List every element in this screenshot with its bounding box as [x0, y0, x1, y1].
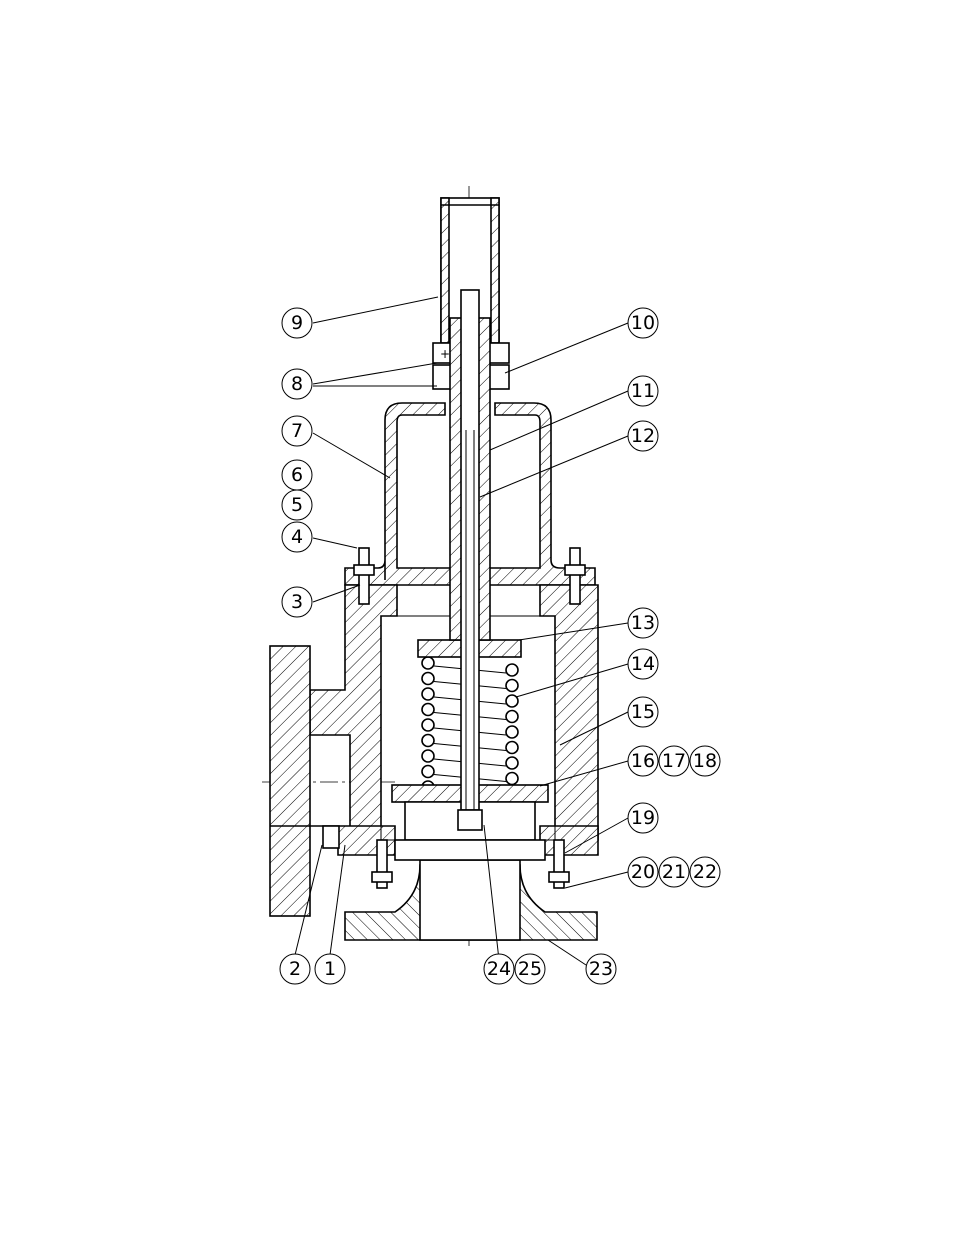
balloon-8: 8	[281, 368, 313, 400]
seat-ring	[394, 839, 546, 861]
svg-text:11: 11	[631, 380, 655, 402]
svg-text:10: 10	[631, 312, 655, 334]
balloon-25: 25	[514, 953, 546, 985]
svg-text:7: 7	[291, 420, 303, 442]
svg-text:8: 8	[291, 373, 303, 395]
spring-coil-section	[421, 718, 435, 732]
balloon-22: 22	[689, 856, 721, 888]
spring-coil-section	[505, 678, 519, 693]
spring-coil-section	[421, 687, 435, 701]
balloon-5: 5	[281, 489, 313, 521]
spring-coil-section	[505, 771, 519, 786]
svg-text:3: 3	[291, 591, 303, 613]
bonnet	[344, 402, 596, 586]
balloon-4: 4	[281, 521, 313, 553]
balloon-9: 9	[281, 307, 313, 339]
spring-coil-section	[505, 740, 519, 755]
balloon-24: 24	[483, 953, 515, 985]
balloon-7: 7	[281, 415, 313, 447]
svg-text:21: 21	[662, 861, 686, 883]
svg-text:+: +	[440, 347, 450, 361]
stem	[449, 289, 491, 831]
balloon-19: 19	[627, 802, 659, 834]
svg-text:14: 14	[631, 653, 655, 675]
svg-text:19: 19	[631, 807, 655, 829]
nozzle	[419, 859, 521, 941]
svg-text:2: 2	[289, 958, 301, 980]
svg-text:22: 22	[693, 861, 717, 883]
spring-coil-section	[421, 702, 435, 717]
svg-text:6: 6	[291, 464, 303, 486]
balloon-20: 20	[627, 856, 659, 888]
part-number-balloons: 9 8 7 6 5 4 3 10 11 12 13 14 15 16 17 18…	[279, 307, 721, 985]
svg-text:5: 5	[291, 494, 303, 516]
spring-coil-section	[505, 694, 519, 708]
leader-lines	[294, 296, 629, 966]
svg-text:18: 18	[693, 750, 717, 772]
balloon-12: 12	[627, 420, 659, 452]
balloon-3: 3	[281, 586, 313, 618]
balloon-16: 16	[627, 745, 659, 777]
spring-coil-section	[505, 725, 519, 739]
svg-text:4: 4	[291, 526, 303, 548]
spring-coil-section	[505, 756, 519, 770]
spring-coil-section	[421, 671, 435, 686]
balloon-1: 1	[314, 953, 346, 985]
balloon-17: 17	[658, 745, 690, 777]
balloon-11: 11	[627, 375, 659, 407]
spring-coil-section	[421, 764, 435, 779]
svg-text:9: 9	[291, 312, 303, 334]
svg-text:15: 15	[631, 701, 655, 723]
balloon-13: 13	[627, 607, 659, 639]
spring-coil-section	[421, 733, 435, 748]
spring-coil-section	[421, 656, 435, 670]
balloon-18: 18	[689, 745, 721, 777]
bolts	[322, 547, 586, 889]
spring-coil-section	[505, 663, 519, 677]
spring-coil-section	[421, 749, 435, 763]
balloon-21: 21	[658, 856, 690, 888]
balloon-14: 14	[627, 648, 659, 680]
svg-text:24: 24	[487, 958, 511, 980]
svg-text:20: 20	[631, 861, 655, 883]
svg-text:25: 25	[518, 958, 542, 980]
balloon-2: 2	[279, 953, 311, 985]
balloon-6: 6	[281, 459, 313, 491]
balloon-23: 23	[585, 953, 617, 985]
balloon-10: 10	[627, 307, 659, 339]
spring-coil-section	[505, 709, 519, 724]
svg-text:17: 17	[662, 750, 686, 772]
svg-text:16: 16	[631, 750, 655, 772]
svg-text:13: 13	[631, 612, 655, 634]
balloon-15: 15	[627, 696, 659, 728]
svg-text:12: 12	[631, 425, 655, 447]
svg-text:23: 23	[589, 958, 613, 980]
svg-text:1: 1	[324, 958, 336, 980]
